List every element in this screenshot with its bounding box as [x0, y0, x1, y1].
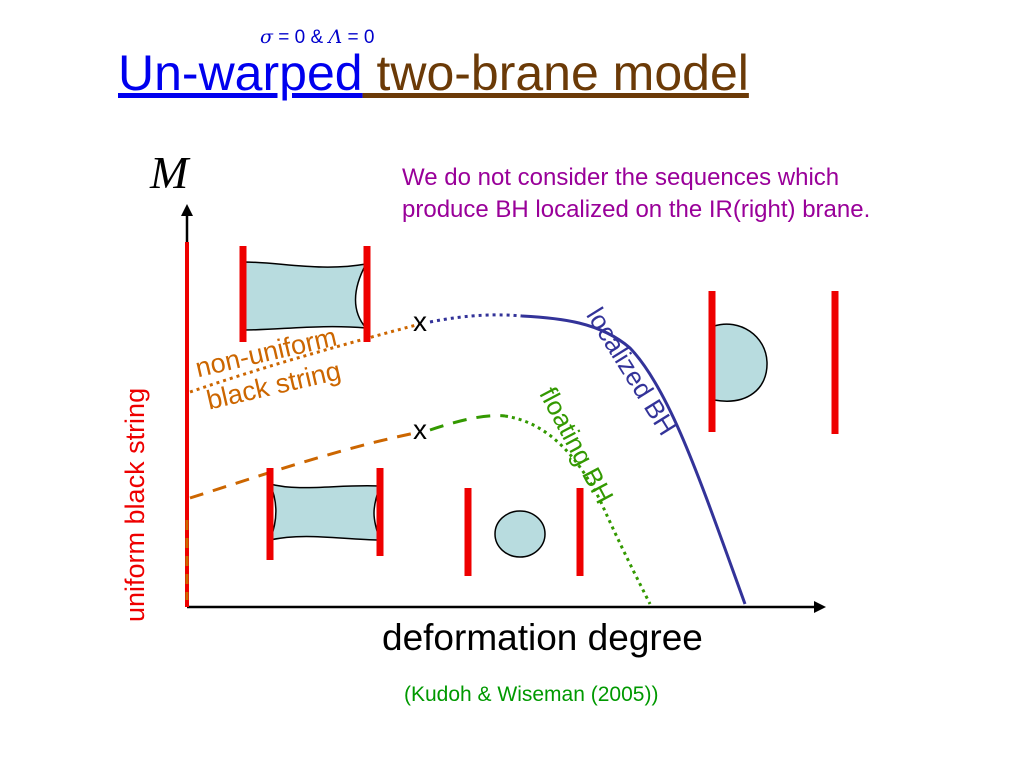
localized-bh-curve: [521, 314, 747, 605]
floating-bh-shape: [494, 510, 546, 558]
floating-bh-curve: [504, 414, 652, 605]
y-axis-label: M: [150, 147, 189, 198]
slide-title: Un-warped two-brane model: [118, 42, 749, 104]
lambda-symbol: Λ: [328, 26, 343, 48]
title-two-brane: two-brane model: [362, 45, 749, 101]
horizon-shape-top: [243, 261, 368, 331]
uniform-black-string-label: uniform black string: [120, 387, 150, 622]
critical-point-mark-upper: x: [413, 306, 427, 337]
sigma-symbol: σ: [260, 26, 273, 48]
note-text: We do not consider the sequences which p…: [402, 162, 870, 226]
note-line-2: produce BH localized on the IR(right) br…: [402, 196, 871, 223]
nonuniform-upper-curve: [189, 322, 421, 394]
subtitle-parameters: σ = 0 & Λ = 0: [260, 26, 374, 49]
title-unwarped-link[interactable]: Un-warped: [118, 45, 363, 101]
subtitle-text-1: = 0 &: [272, 27, 329, 48]
note-line-1: We do not consider the sequences which: [402, 164, 840, 191]
subtitle-text-2: = 0: [342, 27, 375, 48]
citation: (Kudoh & Wiseman (2005)): [404, 683, 659, 706]
localized-dotted-curve: [429, 313, 523, 324]
horizon-shape-bottom: [268, 482, 382, 542]
nonuniform-lower-curve: [189, 430, 421, 500]
critical-point-mark-lower: x: [413, 414, 427, 445]
x-axis-label: deformation degree: [382, 617, 703, 658]
floating-dashed-curve: [429, 414, 506, 432]
localized-bh-shape: [713, 323, 768, 402]
